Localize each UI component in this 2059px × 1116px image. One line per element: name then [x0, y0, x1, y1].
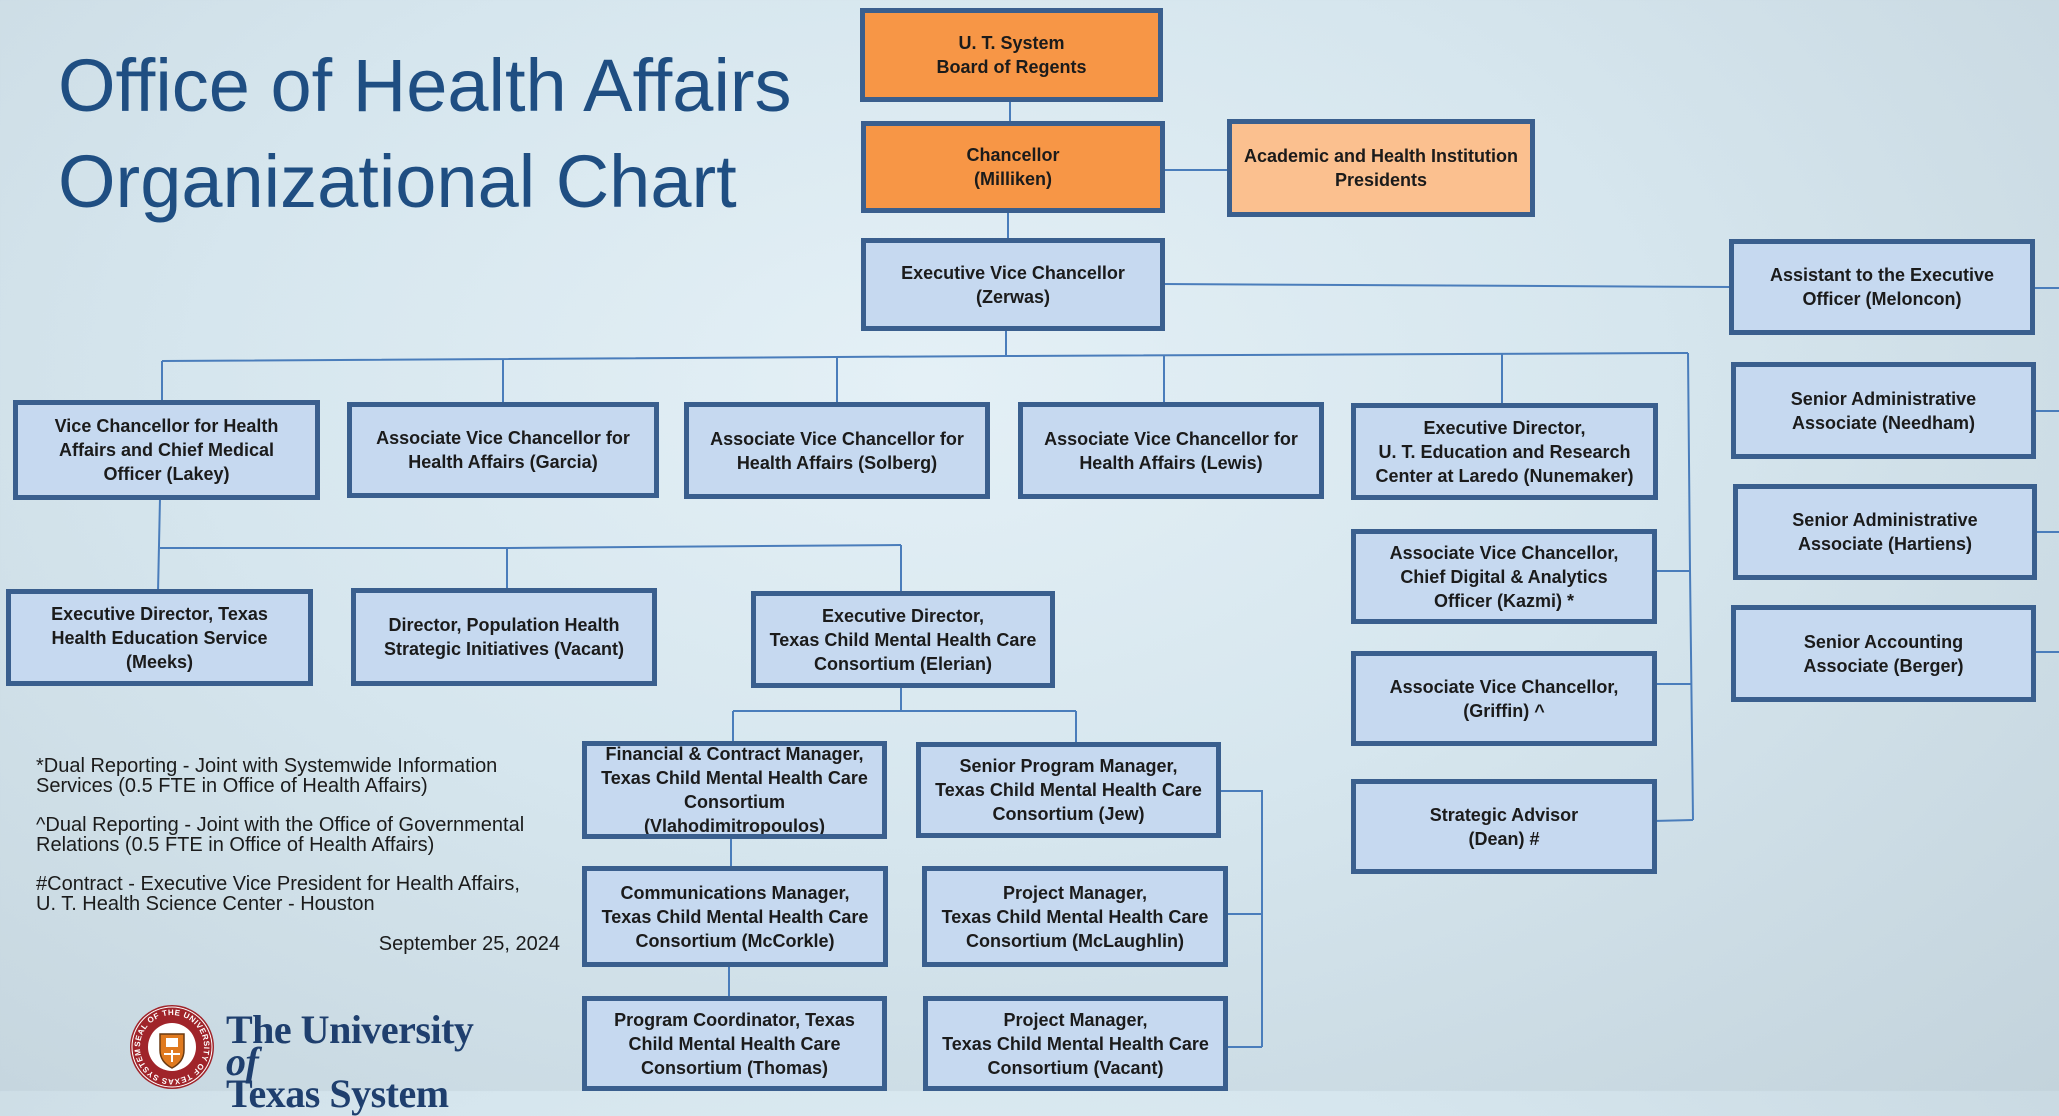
box-institution-presidents: Academic and Health Institution Presiden… [1227, 119, 1535, 217]
box-strategic-advisor-dean: Strategic Advisor (Dean) # [1351, 779, 1657, 874]
connector-lakey-down [157, 497, 161, 593]
box-senior-admin-hartiens: Senior Administrative Associate (Hartien… [1733, 484, 2037, 580]
box-communications-manager: Communications Manager, Texas Child Ment… [582, 866, 888, 967]
box-senior-admin-needham: Senior Administrative Associate (Needham… [1731, 362, 2036, 459]
box-senior-program-manager: Senior Program Manager, Texas Child Ment… [916, 742, 1221, 838]
connector-right-vertical [1687, 352, 1694, 821]
ut-seal-icon: SEAL OF THE UNIVERSITY OF TEXAS SYSTEM [130, 1005, 214, 1089]
box-financial-contract-manager: Financial & Contract Manager, Texas Chil… [582, 741, 887, 839]
connector-lakey-reports-bus [160, 544, 902, 549]
footnote-contract: #Contract - Executive Vice President for… [36, 873, 520, 915]
box-avc-kazmi: Associate Vice Chancellor, Chief Digital… [1351, 529, 1657, 624]
box-avc-garcia: Associate Vice Chancellor for Health Aff… [347, 402, 659, 498]
ut-system-logo: SEAL OF THE UNIVERSITY OF TEXAS SYSTEM T… [128, 1004, 508, 1114]
box-ed-meeks: Executive Director, Texas Health Educati… [6, 589, 313, 686]
box-ed-nunemaker: Executive Director, U. T. Education and … [1351, 403, 1658, 500]
box-project-manager-mclaughlin: Project Manager, Texas Child Mental Heal… [922, 866, 1228, 967]
connector-to-dean [1652, 819, 1694, 822]
page-title: Office of Health Affairs Organizational … [58, 44, 792, 223]
box-board-of-regents: U. T. System Board of Regents [860, 8, 1163, 102]
connector-spm-bracket [1219, 790, 1263, 1047]
footnote-dual-reporting-is: *Dual Reporting - Joint with Systemwide … [36, 755, 498, 797]
box-dir-population-health: Director, Population Health Strategic In… [351, 588, 657, 686]
box-avc-griffin: Associate Vice Chancellor, (Griffin) ^ [1351, 651, 1657, 746]
box-executive-vice-chancellor: Executive Vice Chancellor (Zerwas) [861, 238, 1165, 331]
box-project-manager-vacant: Project Manager, Texas Child Mental Heal… [923, 996, 1228, 1091]
box-avc-solberg: Associate Vice Chancellor for Health Aff… [684, 402, 990, 499]
box-ed-elerian: Executive Director, Texas Child Mental H… [751, 591, 1055, 688]
connector-evc-assistant [1161, 283, 1732, 288]
footnote-dual-reporting-gr: ^Dual Reporting - Joint with the Office … [36, 814, 525, 856]
connector-lines [157, 101, 2059, 1048]
box-avc-lewis: Associate Vice Chancellor for Health Aff… [1018, 402, 1324, 499]
ut-system-wordmark: The University of Texas System [226, 1007, 474, 1116]
box-vc-lakey: Vice Chancellor for Health Affairs and C… [13, 400, 320, 500]
box-assistant-executive-officer: Assistant to the Executive Officer (Melo… [1729, 239, 2035, 335]
chart-date: September 25, 2024 [378, 933, 560, 955]
box-senior-accounting-berger: Senior Accounting Associate (Berger) [1731, 605, 2036, 702]
box-program-coordinator: Program Coordinator, Texas Child Mental … [582, 996, 887, 1091]
box-chancellor: Chancellor (Milliken) [861, 121, 1165, 213]
connector-vp-row-bus [161, 352, 1689, 362]
